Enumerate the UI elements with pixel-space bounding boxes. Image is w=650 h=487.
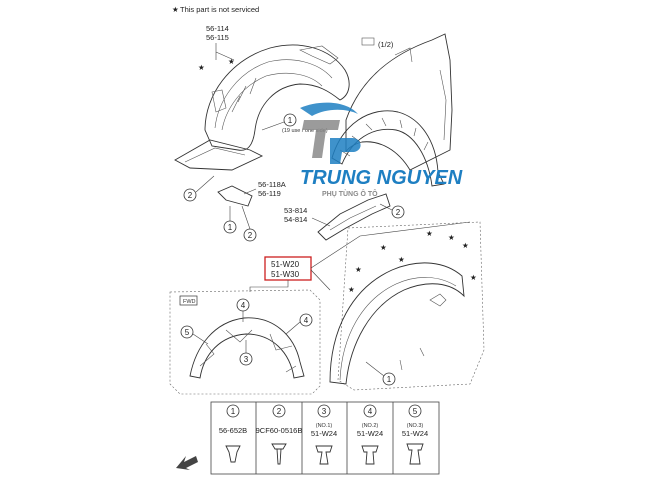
star-icon: ★ [172,5,179,14]
part-label-51-w30: 51-W30 [271,270,300,279]
part-label-56-119: 56-119 [258,189,281,198]
legend-4-sub: (NO.2) [362,423,379,429]
flare-back-drawing [189,317,305,379]
svg-text:2: 2 [188,191,193,200]
svg-text:2: 2 [248,231,253,240]
fastener-clip-icon [315,445,333,465]
star-marker: ★ [426,229,433,238]
not-serviced-note: This part is not serviced [180,5,259,14]
svg-text:1: 1 [288,116,293,125]
part-label-56-115: 56-115 [206,33,229,42]
svg-text:1: 1 [387,375,392,384]
legend-5-code: 51-W24 [402,429,428,438]
legend-5-number: 5 [413,407,418,416]
star-marker: ★ [198,63,205,72]
bracket-drawing [217,185,253,207]
legend-3-sub: (NO.1) [316,423,333,429]
arch-trim-drawing [331,110,445,187]
star-marker: ★ [448,233,455,242]
star-marker: ★ [348,285,355,294]
star-marker: ★ [470,273,477,282]
fwd-icon [179,295,198,306]
legend-3-code: 51-W24 [311,429,337,438]
legend-1-code: 56-652B [219,426,247,435]
callout-markers: 1 2 1 2 2 1 4 4 5 3 [180,113,405,386]
fastener-clip-icon [361,445,379,465]
star-marker: ★ [228,57,235,66]
legend-2-number: 2 [277,407,282,416]
clip-icon [361,37,375,46]
svg-text:5: 5 [185,328,190,337]
svg-text:2: 2 [396,208,401,217]
watermark-logo [300,102,361,164]
legend-3-number: 3 [322,407,327,416]
part-label-56-118a: 56-118A [258,180,286,189]
fwd-label: FWD [183,299,196,305]
fastener-clip-icon [406,443,424,465]
legend-2-code: 9CF60-0516B [256,426,303,435]
fender-reference: (1/2) [378,40,394,49]
fender-note: (19 use / one side) [282,128,328,134]
part-label-53-814: 53-814 [284,206,307,215]
flare-view-box [337,221,485,391]
wheel-arch-flare-drawing [329,262,465,385]
direction-arrow-icon [176,456,198,470]
fastener-legend [210,401,440,475]
legend-4-code: 51-W24 [357,429,383,438]
legend-1-number: 1 [231,407,236,416]
part-label-56-114: 56-114 [206,24,229,33]
star-marker: ★ [462,241,469,250]
watermark-tagline: PHỤ TÙNG Ô TÔ [322,189,378,198]
inner-fender-liner-drawing [174,44,350,171]
watermark-brand: TRUNG NGUYEN [300,167,463,189]
detail-view-box [169,289,321,395]
part-label-51-w20: 51-W20 [271,260,300,269]
svg-text:4: 4 [241,301,246,310]
svg-text:4: 4 [304,316,309,325]
fender-panel-drawing [345,33,453,171]
legend-4-number: 4 [368,407,373,416]
star-marker: ★ [355,265,362,274]
part-label-54-814: 54-814 [284,215,307,224]
legend-5-sub: (NO.3) [407,423,424,429]
star-marker: ★ [398,255,405,264]
screw-icon [271,443,287,465]
svg-text:1: 1 [228,223,233,232]
svg-text:3: 3 [244,355,249,364]
lower-bracket-drawing [317,193,391,241]
star-marker: ★ [380,243,387,252]
push-pin-clip-icon [225,445,241,463]
